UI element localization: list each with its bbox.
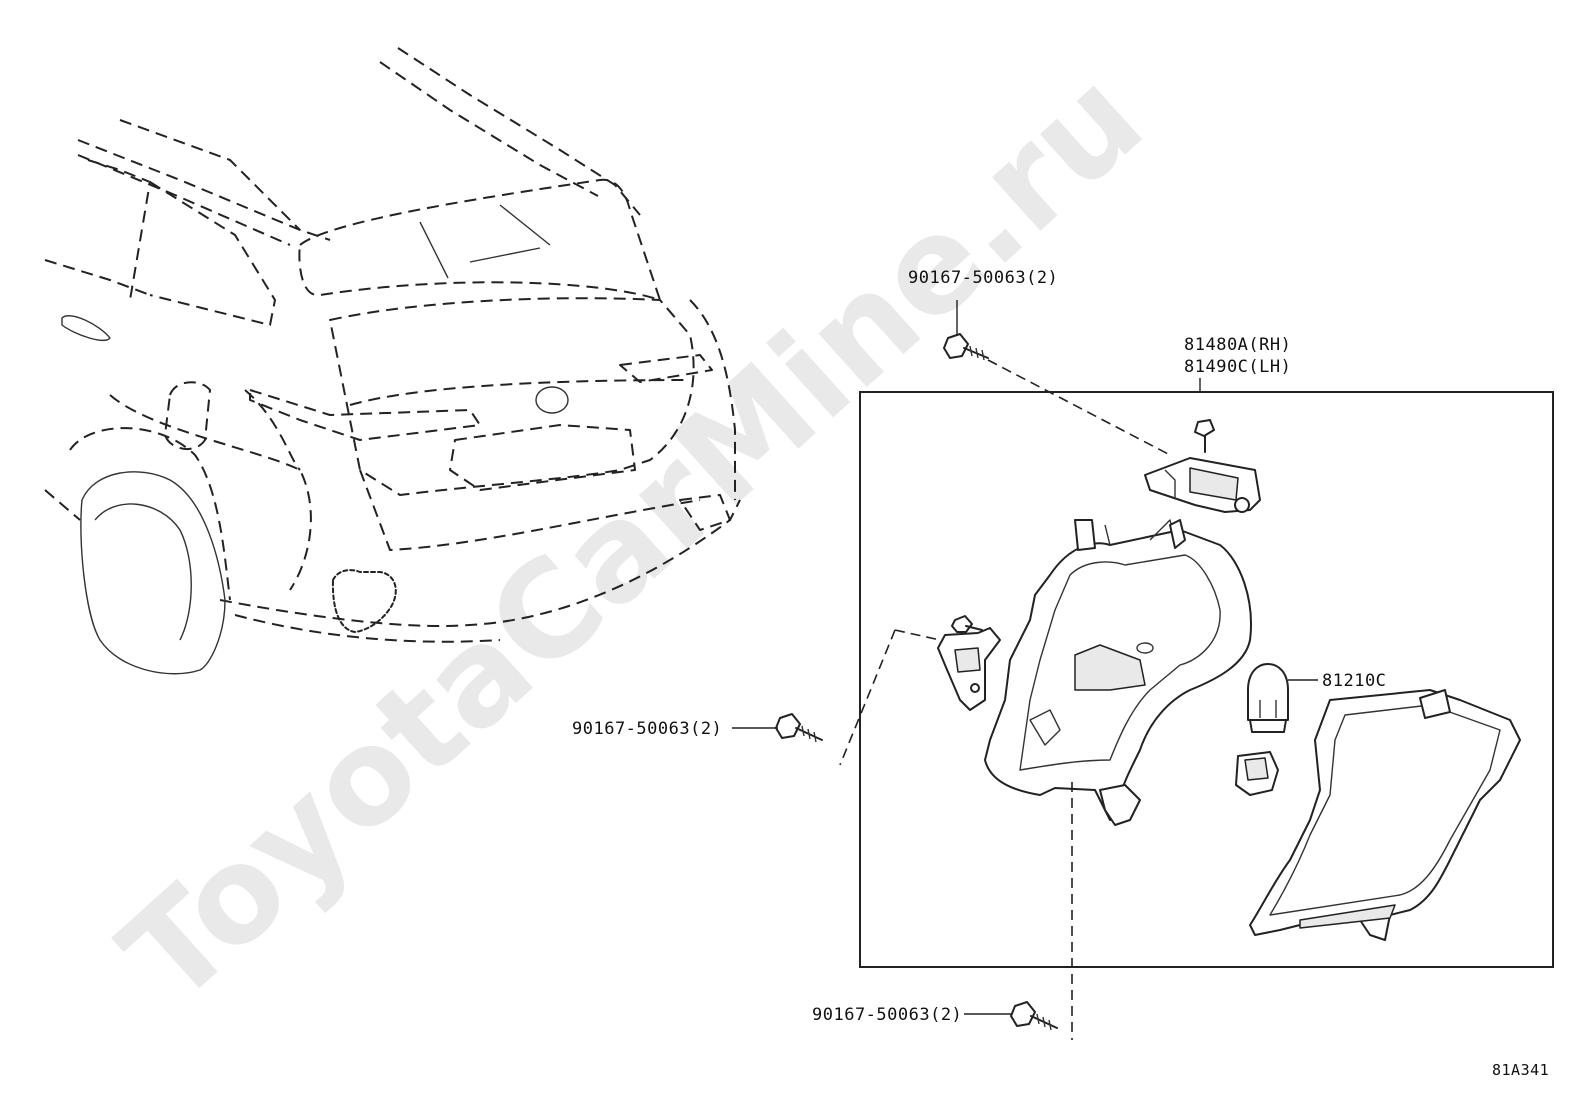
bulb-socket-icon bbox=[1235, 751, 1279, 796]
label-bolt-bottom: 90167-50063(2) bbox=[812, 1005, 962, 1025]
bolt-bottom-icon bbox=[1010, 1001, 1058, 1031]
bolt-top-icon bbox=[943, 333, 989, 361]
label-bolt-left: 90167-50063(2) bbox=[572, 719, 722, 739]
assembly-boundary-box bbox=[859, 391, 1554, 968]
bolt-left-icon bbox=[775, 713, 823, 743]
lamp-lens bbox=[1249, 689, 1521, 941]
label-assembly-lh: 81490C(LH) bbox=[1184, 357, 1291, 377]
watermark: ToyotaCarMine.ru bbox=[93, 41, 1171, 1034]
label-bulb: 81210C bbox=[1322, 671, 1386, 691]
bulb-icon bbox=[1247, 663, 1289, 733]
lamp-housing bbox=[984, 519, 1252, 826]
label-bolt-top: 90167-50063(2) bbox=[908, 268, 1058, 288]
screw-icon bbox=[1194, 419, 1215, 453]
lamp-socket-bracket bbox=[1144, 457, 1261, 513]
adjuster-bracket bbox=[937, 627, 1001, 711]
screw-left-icon bbox=[951, 615, 983, 633]
label-assembly-rh: 81480A(RH) bbox=[1184, 335, 1291, 355]
vehicle-rear-outline bbox=[44, 47, 741, 675]
figure-code: 81A341 bbox=[1492, 1061, 1549, 1079]
